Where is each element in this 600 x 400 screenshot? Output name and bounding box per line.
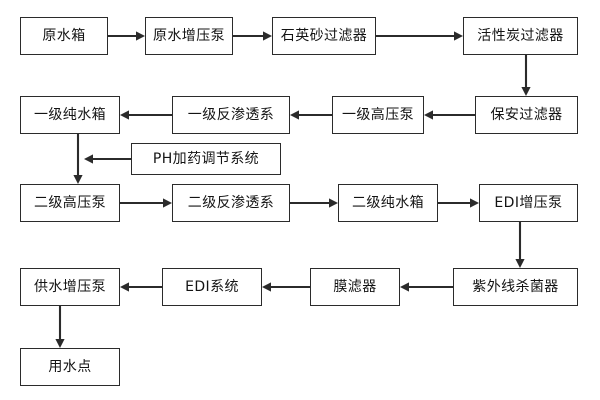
arrow-head-icon — [521, 87, 531, 96]
arrow-head-icon — [55, 339, 65, 348]
node-secondary-pure-water-tank[interactable]: 二级纯水箱 — [338, 184, 438, 222]
arrow-head-icon — [262, 282, 271, 292]
node-activated-carbon-filter[interactable]: 活性炭过滤器 — [463, 17, 578, 55]
node-label: 保安过滤器 — [490, 107, 563, 123]
arrow-secondary-pure-water-tank-to-edi-booster-pump — [438, 198, 479, 208]
node-label: 原水增压泵 — [153, 28, 225, 44]
node-label: 二级纯水箱 — [352, 195, 424, 211]
node-label: EDI增压泵 — [494, 195, 563, 211]
arrow-primary-hp-pump-to-primary-ro-system — [290, 110, 332, 120]
node-primary-hp-pump[interactable]: 一级高压泵 — [332, 96, 424, 134]
node-security-filter[interactable]: 保安过滤器 — [475, 96, 578, 134]
arrow-head-icon — [454, 31, 463, 41]
arrow-raw-water-booster-pump-to-quartz-sand-filter — [233, 31, 272, 41]
arrow-water-supply-booster-pump-to-water-use-point — [55, 306, 65, 348]
node-label: 二级反渗透系 — [187, 195, 275, 211]
arrow-security-filter-to-primary-hp-pump — [424, 110, 475, 120]
node-label: 活性炭过滤器 — [477, 28, 564, 44]
node-label: 一级高压泵 — [342, 107, 414, 123]
arrow-edi-system-to-water-supply-booster-pump — [120, 282, 162, 292]
node-uv-sterilizer[interactable]: 紫外线杀菌器 — [453, 268, 578, 306]
arrow-head-icon — [120, 282, 129, 292]
arrow-secondary-hp-pump-to-secondary-ro-system — [120, 198, 172, 208]
node-water-supply-booster-pump[interactable]: 供水增压泵 — [20, 268, 120, 306]
node-secondary-ro-system[interactable]: 二级反渗透系 — [172, 184, 290, 222]
node-raw-water-tank[interactable]: 原水箱 — [20, 17, 108, 55]
arrow-head-icon — [470, 198, 479, 208]
node-label: 原水箱 — [42, 28, 86, 44]
arrow-membrane-filter-to-edi-system — [262, 282, 310, 292]
node-label: 膜滤器 — [333, 279, 377, 295]
arrow-head-icon — [136, 31, 145, 41]
node-ph-dosing-system[interactable]: PH加药调节系统 — [131, 143, 281, 175]
node-primary-pure-water-tank[interactable]: 一级纯水箱 — [20, 96, 120, 134]
node-edi-booster-pump[interactable]: EDI增压泵 — [479, 184, 578, 222]
node-edi-system[interactable]: EDI系统 — [162, 268, 262, 306]
arrow-head-icon — [73, 175, 83, 184]
arrow-secondary-ro-system-to-secondary-pure-water-tank — [290, 198, 338, 208]
node-secondary-hp-pump[interactable]: 二级高压泵 — [20, 184, 120, 222]
arrow-head-icon — [120, 110, 129, 120]
node-water-use-point[interactable]: 用水点 — [20, 348, 120, 386]
arrow-ph-dosing-system-to-secondary-hp-pump — [84, 154, 131, 164]
node-quartz-sand-filter[interactable]: 石英砂过滤器 — [272, 17, 376, 55]
arrow-head-icon — [424, 110, 433, 120]
arrow-quartz-sand-filter-to-activated-carbon-filter — [376, 31, 463, 41]
arrow-head-icon — [84, 154, 93, 164]
arrow-head-icon — [163, 198, 172, 208]
arrow-head-icon — [515, 259, 525, 268]
node-label: 一级纯水箱 — [34, 107, 106, 123]
arrow-head-icon — [290, 110, 299, 120]
node-label: 供水增压泵 — [34, 279, 106, 295]
arrow-activated-carbon-filter-to-security-filter — [521, 55, 531, 96]
node-raw-water-booster-pump[interactable]: 原水增压泵 — [145, 17, 233, 55]
node-label: 石英砂过滤器 — [280, 28, 368, 44]
arrow-raw-water-tank-to-raw-water-booster-pump — [108, 31, 145, 41]
arrow-edi-booster-pump-to-uv-sterilizer — [515, 222, 525, 268]
arrow-uv-sterilizer-to-membrane-filter — [400, 282, 453, 292]
node-label: 二级高压泵 — [34, 195, 106, 211]
arrow-primary-ro-system-to-primary-pure-water-tank — [120, 110, 172, 120]
arrow-head-icon — [263, 31, 272, 41]
node-label: 一级反渗透系 — [187, 107, 275, 123]
arrow-primary-pure-water-tank-to-secondary-hp-pump — [73, 134, 83, 184]
node-membrane-filter[interactable]: 膜滤器 — [310, 268, 400, 306]
node-label: 用水点 — [48, 359, 92, 375]
node-label: PH加药调节系统 — [152, 151, 260, 167]
node-label: EDI系统 — [185, 279, 239, 295]
node-label: 紫外线杀菌器 — [472, 279, 559, 295]
node-primary-ro-system[interactable]: 一级反渗透系 — [172, 96, 290, 134]
arrow-head-icon — [329, 198, 338, 208]
arrow-head-icon — [400, 282, 409, 292]
